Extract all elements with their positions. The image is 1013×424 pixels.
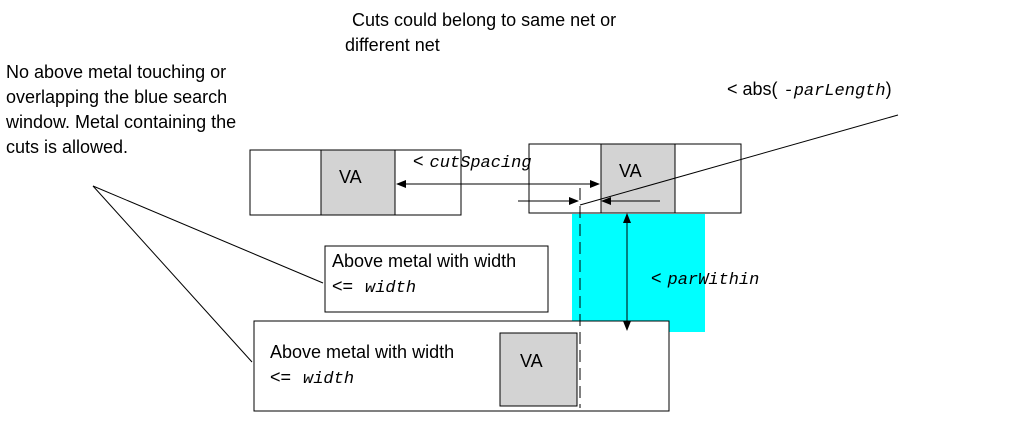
metal-bottom-line1: Above metal with width: [270, 342, 454, 362]
metal-middle-line2: <=width: [332, 276, 416, 298]
note-leader-middle: [92, 185, 324, 284]
via-left-label: VA: [339, 167, 362, 187]
metal-note-line2: overlapping the blue search: [6, 87, 227, 107]
via-right-label: VA: [619, 161, 642, 181]
metal-note-line4: cuts is allowed.: [6, 137, 128, 157]
metal-note-line1: No above metal touching or: [6, 62, 226, 82]
cuts-note-line1: Cuts could belong to same net or: [352, 10, 616, 30]
cuts-note-line2: different net: [345, 35, 440, 55]
via-bottom: [499, 332, 578, 407]
search-window: [572, 214, 705, 332]
par-length-leader: [579, 114, 899, 206]
metal-note-line3: window. Metal containing the: [5, 112, 236, 132]
via-bottom-label: VA: [520, 351, 543, 371]
via-left: [320, 149, 396, 216]
metal-bottom-box: [253, 320, 670, 412]
metal-middle-line1: Above metal with width: [332, 251, 516, 271]
par-within-label: <parWithin: [651, 268, 759, 290]
metal-middle-box: [324, 245, 549, 313]
par-length-label: < abs(-parLength): [727, 79, 892, 101]
cut-spacing-label: <cutSpacing: [413, 151, 532, 173]
metal-bottom-line2: <=width: [270, 367, 354, 389]
note-leader-bottom: [92, 185, 253, 363]
